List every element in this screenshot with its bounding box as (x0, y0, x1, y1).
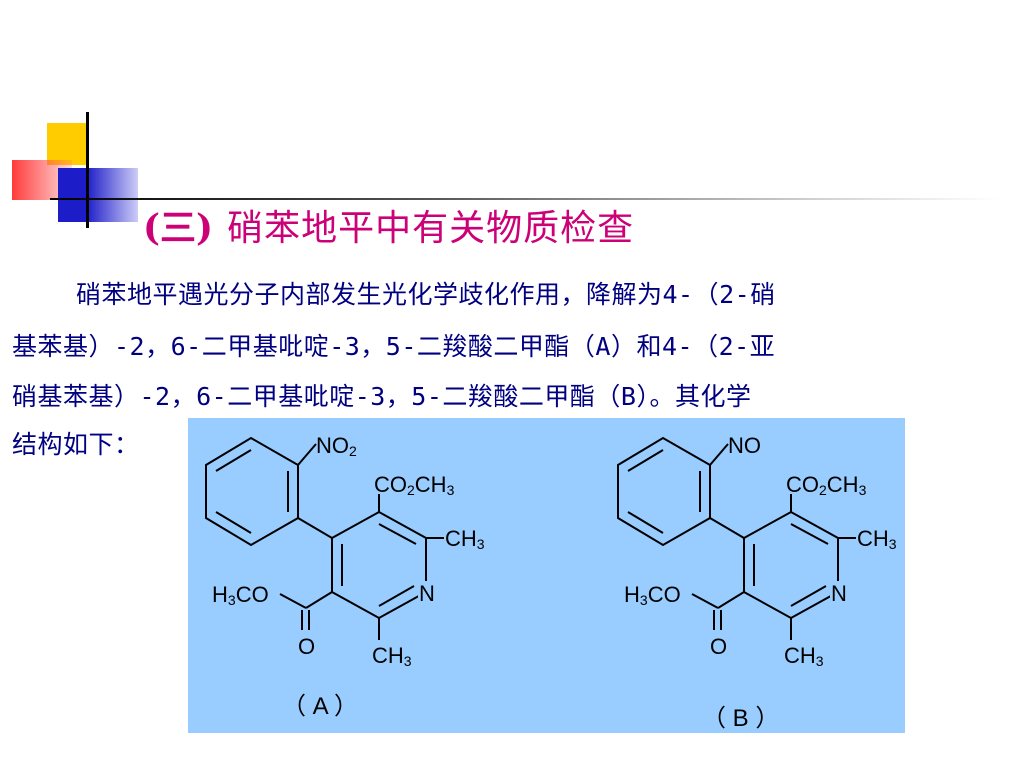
structure-b-pyridine-ring (743, 510, 839, 620)
structure-b-ester-bond (717, 591, 745, 609)
structure-b-carbonyl-o-label: O (710, 634, 727, 659)
structure-a-pyridine-ring (331, 510, 427, 620)
structure-b-pyridine-inner-bond (790, 585, 827, 607)
structure-a-nitro-label: NO2 (316, 433, 357, 459)
structure-a-caption: （ A ） (282, 693, 358, 720)
decor-vertical-line (86, 112, 89, 228)
structure-a-n-mask (418, 581, 434, 603)
slide-title: (三) 硝苯地平中有关物质检查 (143, 200, 634, 256)
paragraph-line-2: 基苯基）-2，6-二甲基吡啶-3，5-二羧酸二甲酯（A）和4-（2-亚 (12, 332, 776, 361)
structure-a-aryl-bond (297, 517, 333, 539)
structure-a-methyl-right-label: CH3 (445, 526, 485, 552)
structure-a-ester-bond (305, 591, 333, 609)
structure-a-pyridine-inner-bond (378, 523, 417, 545)
slide-title-number: (三) (143, 207, 214, 249)
structure-b-n-mask (830, 581, 846, 603)
structure-figure-svg: NO2 CO2CH3 CH3 N CH3 H3CO (205, 433, 897, 732)
structure-b-ester-top-label: CO2CH3 (786, 472, 867, 498)
structure-b-aryl-bond (709, 517, 745, 539)
structure-a-methyl-bottom-label: CH3 (372, 643, 412, 669)
structure-a-ester-bond (279, 593, 307, 609)
structure-b-methyl-right-label: CH3 (857, 526, 897, 552)
structure-a-nitro-bond (297, 443, 317, 466)
structure-a-benzene-ring (205, 436, 299, 547)
structure-b-ester-bond (691, 593, 719, 609)
structure-a-benzene-inner-bond (215, 511, 252, 534)
structure-b-benzene-inner-bond (627, 511, 664, 534)
structure-a-nitrogen-label: N (419, 581, 435, 606)
structure-a-carbonyl-o-label: O (298, 634, 315, 659)
structure-b-nitroso-bond (709, 443, 729, 466)
structure-figure-panel: NO2 CO2CH3 CH3 N CH3 H3CO (188, 418, 905, 733)
structure-a-ester-top-label: CO2CH3 (374, 472, 455, 498)
structure-b-pyridine-inner-bond (790, 523, 829, 545)
structure-a: NO2 CO2CH3 CH3 N CH3 H3CO (205, 433, 485, 720)
paragraph-line-1: 硝苯地平遇光分子内部发生光化学歧化作用，降解为4-（2-硝 (76, 280, 776, 309)
structure-a-benzene-inner-bond (215, 449, 252, 472)
structure-b-nitroso-label: NO (728, 433, 761, 458)
paragraph-line-4: 结构如下： (12, 430, 140, 459)
structure-b-nitrogen-label: N (831, 581, 847, 606)
structure-b-benzene-inner-bond (627, 449, 664, 472)
structure-b-caption: （ B ） (702, 705, 779, 732)
structure-b-benzene-ring (617, 436, 711, 547)
decor-blue-square (58, 168, 138, 222)
structure-a-ester-left-label: H3CO (212, 582, 269, 608)
slide-title-text: 硝苯地平中有关物质检查 (227, 208, 635, 249)
decor-yellow-square (47, 123, 89, 165)
structure-b: NO CO2CH3 CH3 N CH3 H3CO O （ B ） (617, 433, 897, 732)
structure-b-ester-left-label: H3CO (624, 582, 681, 608)
decor-horizontal-rule (50, 198, 1000, 200)
paragraph-line-3: 硝基苯基）-2，6-二甲基吡啶-3，5-二羧酸二甲酯（B）。其化学 (12, 382, 752, 411)
structure-a-pyridine-inner-bond (378, 585, 415, 607)
structure-b-methyl-bottom-label: CH3 (784, 643, 824, 669)
